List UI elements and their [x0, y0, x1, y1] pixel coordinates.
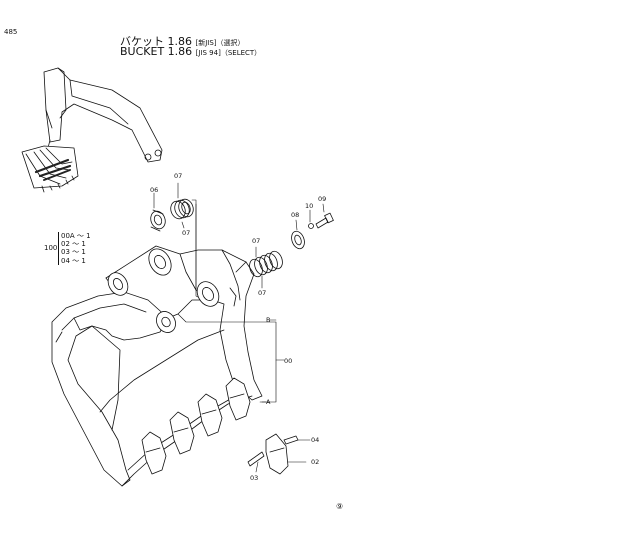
callout-02: 02 [311, 458, 320, 466]
quantity-rows: 00A ～ 1 02 ～ 1 03 ～ 1 04 ～ 1 [58, 232, 91, 265]
part-09-bolt [315, 203, 334, 229]
part-07-shims-left [170, 182, 205, 301]
title-en-name: BUCKET 1.86 [120, 45, 193, 58]
part-04-pin [283, 435, 311, 445]
callout-07: 07 [182, 229, 191, 237]
callout-00: 00 [284, 357, 293, 365]
quantity-row: 04 ～ 1 [61, 256, 86, 265]
quantity-row: 03 ～ 1 [61, 248, 86, 257]
callout-07: 07 [174, 172, 183, 180]
excavator-thumbnail [21, 67, 163, 193]
title-english: BUCKET 1.86 [JIS 94]（SELECT） [120, 45, 261, 58]
quantity-value: 100 [44, 244, 58, 252]
callout-B: B [266, 316, 271, 324]
part-10-lockwasher [308, 209, 314, 229]
callout-09: 09 [318, 195, 327, 203]
part-06-washer [150, 192, 166, 232]
bucket-body [51, 245, 263, 487]
part-02-tooth [265, 433, 307, 475]
quantity-row: 02 ～ 1 [61, 240, 86, 249]
callout-07: 07 [258, 289, 267, 297]
callout-03: 03 [250, 474, 259, 482]
callout-A: A [266, 398, 271, 406]
quantity-row: 00A ～ 1 [61, 232, 91, 240]
part-07-shims-right [249, 246, 283, 289]
title-jp-spec: [新JIS]（選択） [195, 39, 245, 47]
callout-06: 06 [150, 186, 159, 194]
callout-07: 07 [252, 237, 261, 245]
callout-04: 04 [311, 436, 320, 444]
bottom-mark: ⑨ [336, 502, 344, 511]
title-jp-name: バケット 1.86 [120, 35, 192, 48]
page-number: 485 [4, 28, 18, 36]
callout-08: 08 [291, 211, 300, 219]
part-03-lockpin [247, 451, 265, 473]
title-japanese: バケット 1.86 [新JIS]（選択） [120, 33, 245, 49]
title-en-spec: [JIS 94]（SELECT） [195, 49, 262, 57]
bucket-teeth [141, 377, 251, 475]
callout-10: 10 [305, 202, 314, 210]
part-08-washer [291, 219, 305, 250]
